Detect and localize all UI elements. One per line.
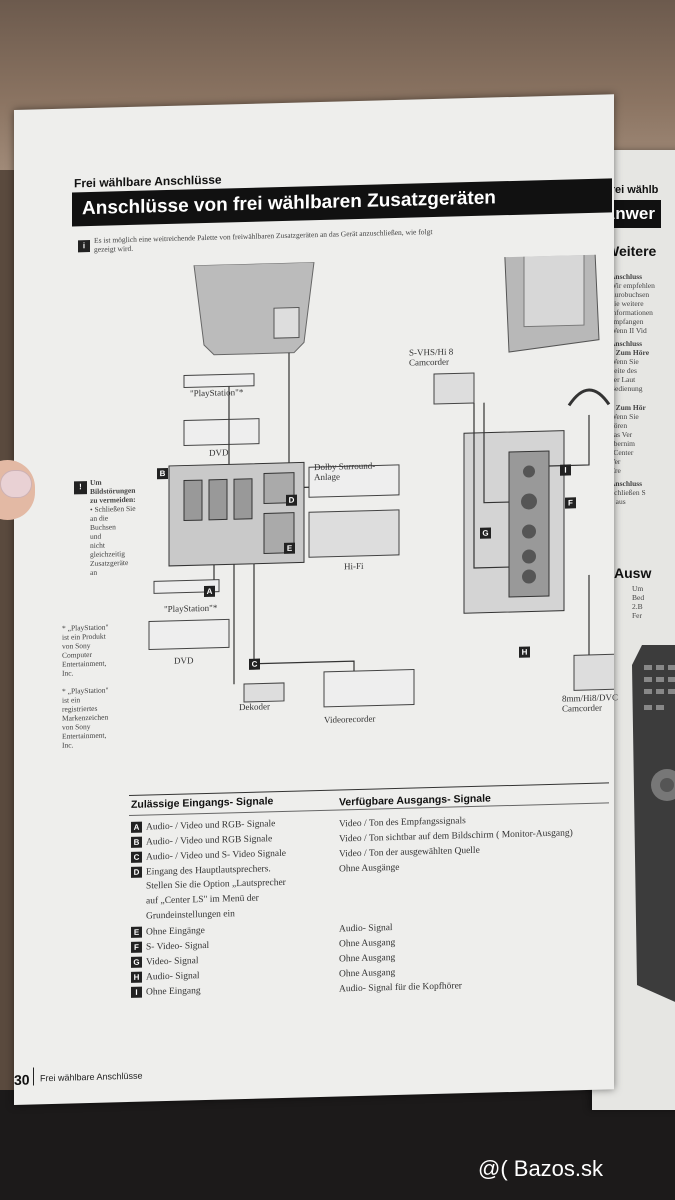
input-signal-text: Eingang des Hauptlautsprechers. [146, 864, 271, 878]
input-signal-row: I Ohne Eingang [131, 983, 286, 1002]
headphones-image [567, 388, 611, 407]
input-signal-text: Ohne Eingang [146, 986, 201, 998]
label-dekoder: Dekoder [239, 701, 270, 713]
playstation-bottom-image [153, 579, 220, 594]
right-heading: Weitere [606, 243, 657, 259]
videorecorder-image [323, 669, 415, 708]
tv-front-image [503, 254, 600, 353]
dvd-bottom-image [148, 618, 230, 650]
right-heading-2: Ausw [614, 565, 652, 581]
input-signal-text: Audio- / Video und RGB Signale [146, 834, 273, 848]
warning-icon: ! [74, 481, 87, 495]
page-number: 30 [14, 1071, 30, 1088]
label-dolby: Dolby Surround-Anlage [314, 460, 376, 483]
signal-letter: G [131, 956, 142, 968]
signal-letter: A [131, 821, 142, 833]
table-surface-bottom [0, 1090, 675, 1200]
signal-letter: E [131, 926, 142, 938]
input-signal-text: auf „Center LS" im Menü der [146, 893, 259, 907]
marker-c: C [249, 658, 260, 670]
running-title: Frei wählbare Anschlüsse [40, 1070, 143, 1084]
marker-e: E [284, 542, 295, 554]
warning-text: Um Bildstörungen zu vermeiden: • Schließ… [90, 477, 136, 578]
footer-divider [33, 1067, 34, 1086]
hifi-image [308, 509, 400, 558]
remote-control-image [632, 645, 675, 1002]
fingernail-image [0, 470, 32, 498]
right-section-label: Frei wählb [604, 184, 659, 196]
dvd-top-image [183, 418, 260, 447]
connection-diagram [148, 254, 614, 708]
right-text-block-2: Um Bed 2.B Fer [632, 584, 645, 620]
signal-letter: F [131, 941, 142, 953]
label-hifi: Hi-Fi [344, 560, 364, 572]
dolby-image [308, 464, 400, 498]
input-signal-text: Ohne Eingänge [146, 926, 205, 938]
info-icon: i [78, 240, 90, 253]
tv-rear-image [193, 261, 315, 356]
marker-a: A [204, 585, 215, 598]
camcorder-bottom-image [573, 653, 614, 691]
signal-letter: I [131, 986, 142, 998]
signal-letter: B [131, 836, 142, 848]
input-signal-text: Grundeinstellungen ein [146, 909, 235, 922]
label-dvd-bottom: DVD [174, 655, 194, 666]
signal-letter: D [131, 866, 142, 878]
dekoder-image [243, 682, 285, 703]
section-label: Frei wählbare Anschlüsse [74, 172, 222, 191]
input-signal-text: Video- Signal [146, 956, 199, 968]
right-text-block: Anschluss Wir empfehlen Eurobuchsen Sie … [610, 272, 655, 506]
watermark-logo: @( Bazos.sk [478, 1156, 604, 1181]
col1-header: Zulässige Eingangs- Signale [131, 795, 274, 811]
marker-g: G [480, 527, 491, 539]
signals-table-rule [129, 782, 609, 796]
camcorder-top-image [433, 372, 475, 405]
intro-text: Es ist möglich eine weitreichende Palett… [94, 227, 433, 254]
manual-page: Frei wählbare Anschlüsse Anschlüsse von … [14, 94, 618, 1105]
label-videorecorder: Videorecorder [324, 713, 376, 725]
input-signal-text: Audio- / Video und S- Video Signale [146, 848, 286, 863]
input-signal-text: S- Video- Signal [146, 940, 210, 953]
marker-i: I [560, 464, 571, 476]
label-playstation-bottom: "PlayStation"* [164, 602, 218, 615]
signal-letter: H [131, 971, 142, 983]
input-signal-text: Audio- / Video und RGB- Signale [146, 819, 276, 833]
label-playstation-top: "PlayStation"* [190, 386, 244, 399]
input-signal-text: Audio- Signal [146, 971, 200, 983]
label-dvd-top: DVD [209, 447, 229, 458]
marker-h: H [519, 646, 530, 658]
marker-f: F [565, 497, 576, 509]
playstation-top-image [183, 373, 255, 389]
signal-letter: C [131, 851, 142, 863]
marker-d: D [286, 494, 297, 506]
